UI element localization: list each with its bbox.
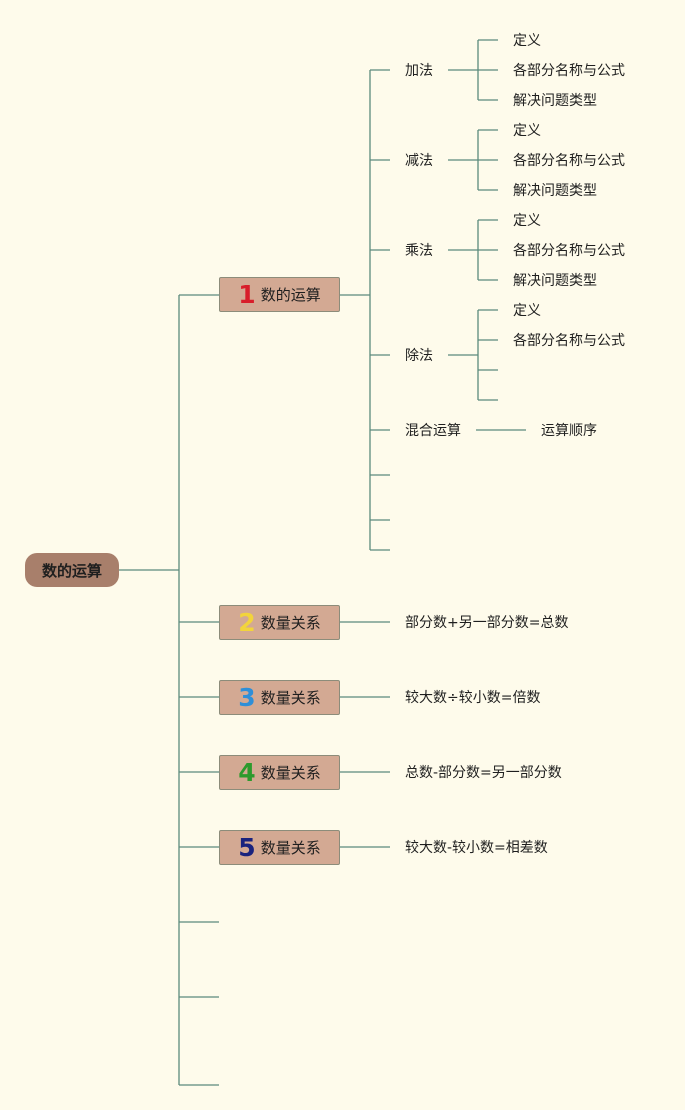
multiplication-child-problems[interactable]: 解决问题类型 <box>513 273 597 289</box>
operation-division[interactable]: 除法 <box>405 348 433 364</box>
branch-node-1[interactable]: 1 数的运算 <box>219 277 340 312</box>
division-child-definition[interactable]: 定义 <box>513 303 541 319</box>
subtraction-child-definition[interactable]: 定义 <box>513 123 541 139</box>
operation-mixed[interactable]: 混合运算 <box>405 423 461 439</box>
operation-multiplication[interactable]: 乘法 <box>405 243 433 259</box>
multiplication-child-parts[interactable]: 各部分名称与公式 <box>513 243 625 259</box>
operation-subtraction[interactable]: 减法 <box>405 153 433 169</box>
branch-node-5[interactable]: 5 数量关系 <box>219 830 340 865</box>
formula-2[interactable]: 部分数+另一部分数=总数 <box>405 615 569 631</box>
operation-addition[interactable]: 加法 <box>405 63 433 79</box>
branch-node-3[interactable]: 3 数量关系 <box>219 680 340 715</box>
subtraction-child-problems[interactable]: 解决问题类型 <box>513 183 597 199</box>
branch-label-4: 数量关系 <box>260 764 321 782</box>
branch-node-4[interactable]: 4 数量关系 <box>219 755 340 790</box>
addition-child-parts[interactable]: 各部分名称与公式 <box>513 63 625 79</box>
addition-child-definition[interactable]: 定义 <box>513 33 541 49</box>
branch-node-2[interactable]: 2 数量关系 <box>219 605 340 640</box>
addition-child-problems[interactable]: 解决问题类型 <box>513 93 597 109</box>
branch-label-3: 数量关系 <box>260 689 321 707</box>
root-label: 数的运算 <box>41 561 102 580</box>
branch-number-4: 4 <box>238 758 256 787</box>
root-node[interactable]: 数的运算 <box>25 553 119 587</box>
branch-number-1: 1 <box>238 280 256 309</box>
branch-label-1: 数的运算 <box>260 286 321 304</box>
branch-number-2: 2 <box>238 608 256 637</box>
branch-label-5: 数量关系 <box>260 839 321 857</box>
branch-number-5: 5 <box>238 833 256 862</box>
formula-5[interactable]: 较大数-较小数=相差数 <box>405 840 548 856</box>
branch-label-2: 数量关系 <box>260 614 321 632</box>
formula-3[interactable]: 较大数÷较小数=倍数 <box>405 690 541 706</box>
mixed-child-order[interactable]: 运算顺序 <box>541 423 597 439</box>
subtraction-child-parts[interactable]: 各部分名称与公式 <box>513 153 625 169</box>
multiplication-child-definition[interactable]: 定义 <box>513 213 541 229</box>
branch-number-3: 3 <box>238 683 256 712</box>
formula-4[interactable]: 总数-部分数=另一部分数 <box>405 765 562 781</box>
division-child-parts[interactable]: 各部分名称与公式 <box>513 333 625 349</box>
